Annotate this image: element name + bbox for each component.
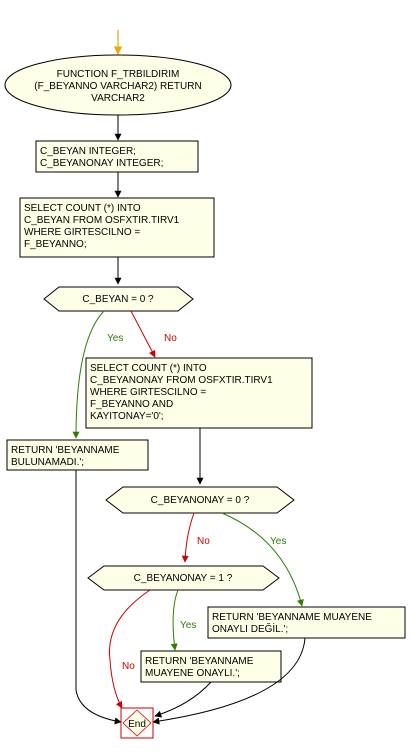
select1-line-3: WHERE GIRTESCILNO = (24, 227, 140, 238)
select-count-beyanonay-node: SELECT COUNT (*) INTO C_BEYANONAY FROM O… (85, 357, 313, 429)
return-onayli-degil-line-1: RETURN 'BEYANNAME MUAYENE (212, 612, 372, 623)
declare-line-1: C_BEYAN INTEGER; (40, 146, 136, 157)
yes-label-3: Yes (180, 620, 196, 631)
select1-line-4: F_BEYANNO; (24, 239, 87, 250)
decision3-text: C_BEYANONAY = 1 ? (134, 573, 233, 584)
edge-decision3-no (109, 589, 151, 709)
select1-line-2: C_BEYAN FROM OSFXTIR.TIRV1 (24, 215, 180, 226)
edge-decision3-yes (170, 589, 179, 651)
function-header-line-1: FUNCTION F_TRBILDIRIM (57, 69, 180, 80)
end-node: End (120, 707, 154, 739)
return-bulunamadi-line-1: RETURN 'BEYANNAME (11, 445, 120, 456)
select1-line-1: SELECT COUNT (*) INTO (24, 203, 141, 214)
decision-beyanonay-zero: C_BEYANONAY = 0 ? (105, 486, 295, 514)
decision-beyanonay-one: C_BEYANONAY = 1 ? (87, 565, 280, 591)
function-header-line-3: VARCHAR2 (91, 93, 145, 104)
decision-beyan-zero: C_BEYAN = 0 ? (43, 286, 194, 312)
no-label-1: No (164, 333, 177, 344)
return-bulunamadi-line-2: BULUNAMADI.'; (11, 457, 84, 468)
return-onayli-line-2: MUAYENE ONAYLI.'; (145, 668, 240, 679)
return-onayli-degil-line-2: ONAYLI DEĞİL.'; (212, 622, 288, 635)
function-header-line-2: (F_BEYANNO VARCHAR2) RETURN (34, 81, 201, 92)
return-onayli-degil-node: RETURN 'BEYANNAME MUAYENE ONAYLI DEĞİL.'… (207, 606, 406, 639)
declare-line-2: C_BEYANONAY INTEGER; (40, 158, 163, 169)
no-label-2: No (197, 536, 210, 547)
end-label: End (128, 719, 146, 730)
return-onayli-node: RETURN 'BEYANNAME MUAYENE ONAYLI.'; (140, 650, 282, 683)
function-header-node: FUNCTION F_TRBILDIRIM (F_BEYANNO VARCHAR… (4, 54, 232, 116)
select2-line-2: C_BEYANONAY FROM OSFXTIR.TIRV1 (90, 375, 273, 386)
return-bulunamadi-node: RETURN 'BEYANNAME BULUNAMADI.'; (6, 439, 149, 471)
return-onayli-line-1: RETURN 'BEYANNAME (145, 656, 254, 667)
select-count-beyan-node: SELECT COUNT (*) INTO C_BEYAN FROM OSFXT… (19, 197, 215, 258)
edge-bulunamadi-to-end (75, 470, 122, 725)
edge-decision2-no (181, 512, 195, 563)
yes-label-1: Yes (107, 333, 123, 344)
edge-onayli-to-end (154, 681, 212, 718)
decision2-text: C_BEYANONAY = 0 ? (151, 495, 250, 506)
edge-onayli-degil-to-end (152, 637, 306, 725)
select2-line-3: WHERE GIRTESCILNO = (90, 387, 206, 398)
select2-line-1: SELECT COUNT (*) INTO (90, 363, 207, 374)
yes-label-2: Yes (270, 536, 286, 547)
declare-node: C_BEYAN INTEGER; C_BEYANONAY INTEGER; (35, 140, 199, 173)
decision1-text: C_BEYAN = 0 ? (82, 294, 154, 305)
edge-decision1-yes (72, 310, 105, 439)
select2-line-4: F_BEYANNO AND (90, 399, 173, 410)
edge-decision1-no (130, 310, 156, 358)
edge-decision2-yes (221, 512, 304, 607)
select2-line-5: KAYITONAY='0'; (90, 411, 164, 422)
no-label-3: No (122, 661, 135, 672)
